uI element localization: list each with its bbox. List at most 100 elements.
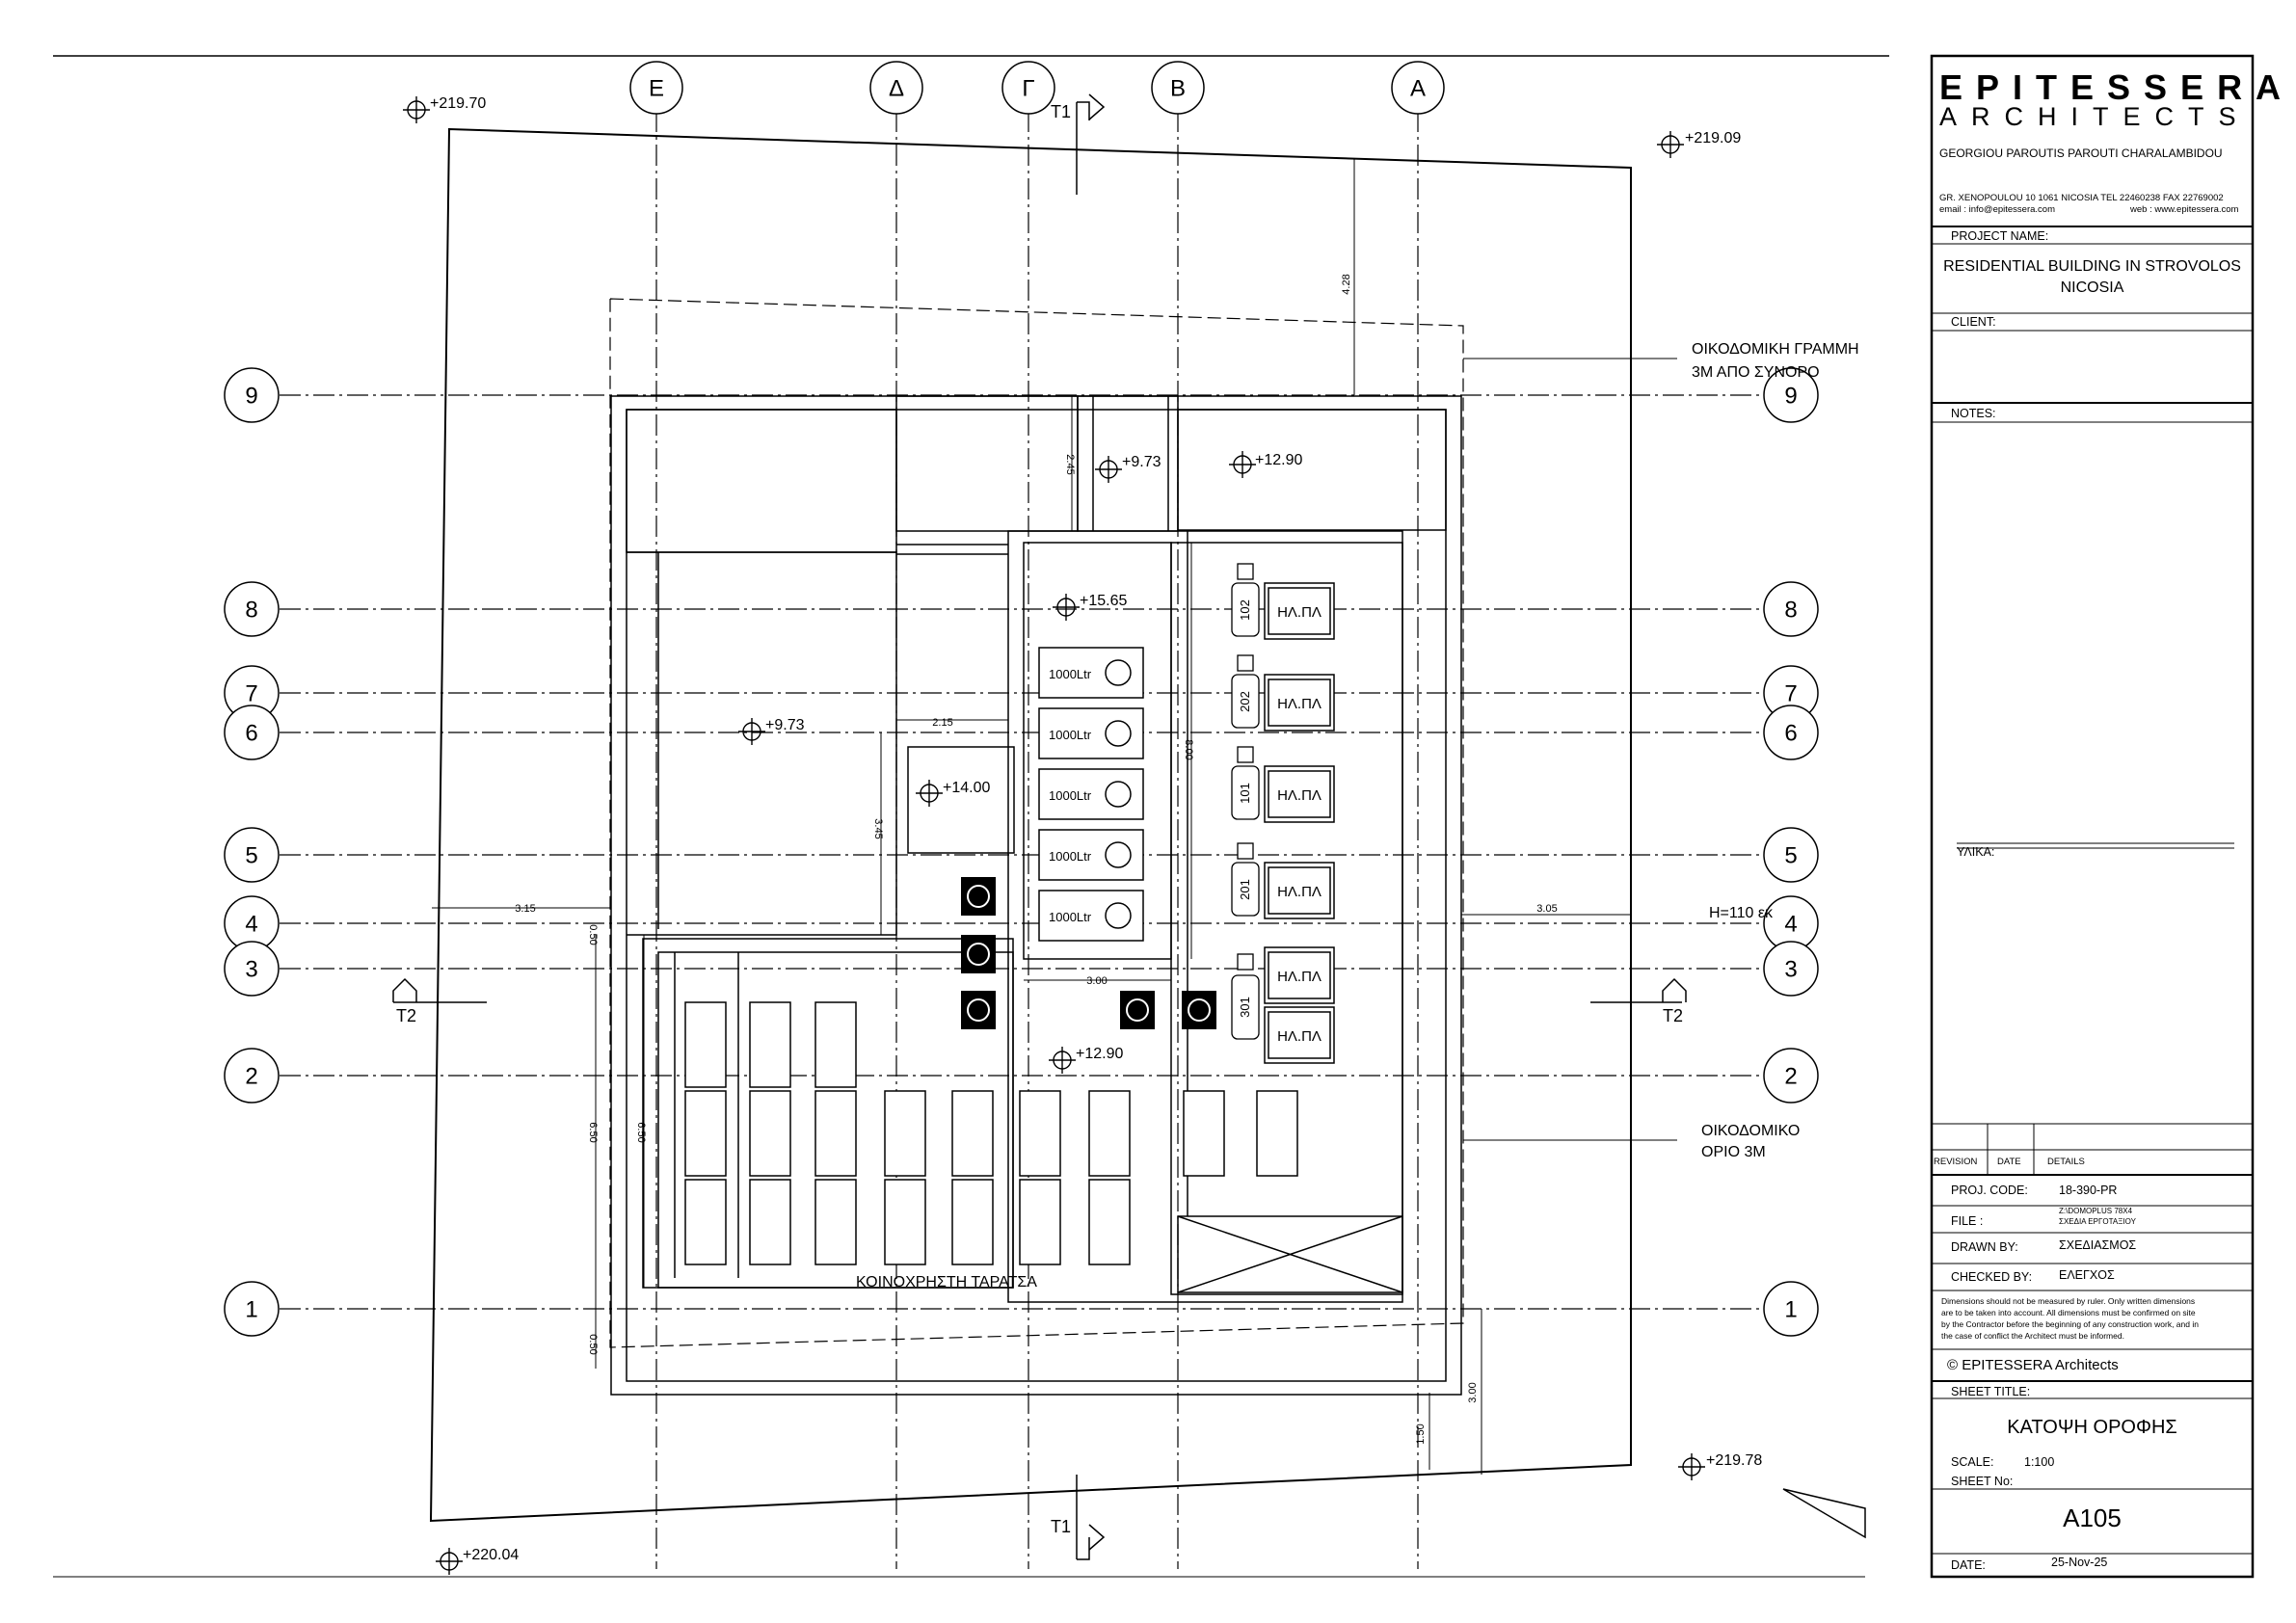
water-tank-5 [1038,890,1144,942]
level-l6: +12.90 [1076,1046,1123,1062]
grid-label-row-8-right: 8 [1784,598,1797,624]
drawn-by-value: ΣΧΕΔΙΑΣΜΟΣ [2059,1238,2137,1252]
meter-label-3: ΗΛ.ΠΛ [1277,787,1322,804]
meter-label-2: ΗΛ.ΠΛ [1277,696,1322,712]
electrical-meters [1264,582,1335,1064]
grid-bubble-col-a [1391,61,1445,115]
dim-d11: 6.50 [635,1122,647,1142]
grid-label-row-4-left: 4 [245,912,257,938]
grid-bubble-col-b [1151,61,1205,115]
level-markers [403,96,1705,1575]
dim-d8: 3.00 [1086,975,1107,987]
unit-label-101: 101 [1238,783,1252,804]
sheet-title-label: SHEET TITLE: [1951,1385,2031,1398]
grid-label-row-6-left: 6 [245,721,257,747]
firm-partners: GEORGIOU PAROUTIS PAROUTI CHARALAMBIDOU [1939,146,2223,160]
date-label: DATE: [1951,1558,1986,1572]
level-tr: +219.09 [1685,130,1741,146]
grid-columns [655,111,1419,1569]
dimension-lines [432,158,1631,1475]
level-l2: +12.90 [1255,452,1302,468]
grid-label-row-9-left: 9 [245,384,257,410]
tank-label-5: 1000Ltr [1049,910,1092,924]
dim-d13: 3.00 [1467,1382,1479,1402]
unit-label-202: 202 [1238,691,1252,712]
building-line-dashed [609,298,1464,1348]
scale-label: SCALE: [1951,1455,1994,1469]
meter-label-6: ΗΛ.ΠΛ [1277,1028,1322,1045]
project-name-line1: RESIDENTIAL BUILDING IN STROVOLOS [1943,258,2241,275]
water-tank-3 [1038,768,1144,820]
tank-label-3: 1000Ltr [1049,788,1092,803]
dim-d4: 8.00 [1183,739,1194,759]
grid-label-row-8-left: 8 [245,598,257,624]
grid-label-row-5-right: 5 [1784,843,1797,869]
dim-d7: 3.05 [1536,903,1557,915]
grid-label-row-3-right: 3 [1784,957,1797,983]
solar-panels [684,1001,1298,1265]
grid-label-row-7-right: 7 [1784,681,1797,707]
project-name-line2: NICOSIA [2060,279,2124,296]
level-bl: +220.04 [463,1547,519,1563]
sheet-no-label: SHEET No: [1951,1475,2014,1488]
notes-label: NOTES: [1951,407,1996,420]
building-line-label-1: ΟΙΚΟΔΟΜΙΚΗ ΓΡΑΜΜΗ [1692,341,1859,358]
date-value: 25-Nov-25 [2051,1556,2108,1569]
building-inner-wall [626,409,1447,1382]
grid-label-row-3-left: 3 [245,957,257,983]
drawn-by-label: DRAWN BY: [1951,1240,2018,1254]
section-t1-bottom: T1 [1051,1517,1071,1536]
checked-by-value: ΕΛΕΓΧΟΣ [2059,1268,2115,1282]
firm-name: EPITESSERA [1939,67,2295,107]
grid-label-row-2-left: 2 [245,1064,257,1090]
level-tl: +219.70 [430,95,486,112]
file-value-1: Z:\DOMOPLUS 78X4 [2059,1207,2133,1215]
annotation-leaders [1463,358,1677,1141]
disclaimer-line2: are to be taken into account. All dimens… [1941,1308,2196,1317]
project-name-label: PROJECT NAME: [1951,229,2049,243]
dim-d1: 4.28 [1341,274,1352,294]
plot-boundary [429,127,1632,1523]
meter-label-5: ΗΛ.ΠΛ [1277,969,1322,985]
file-value-2: ΣΧΕΔΙΑ ΕΡΓΟΤΑΞΙΟΥ [2059,1217,2136,1226]
grid-label-row-6-right: 6 [1784,721,1797,747]
unit-heaters [1231,563,1260,1040]
grid-label-row-7-left: 7 [245,681,257,707]
grid-label-row-4-right: 4 [1784,912,1797,938]
meter-label-4: ΗΛ.ΠΛ [1277,884,1322,900]
level-l5: +14.00 [943,780,990,796]
parapet-height-label: H=110 εκ [1709,905,1774,921]
level-l3: +15.65 [1080,593,1127,609]
proj-code-value: 18-390-PR [2059,1184,2118,1197]
dim-d6: 3.15 [515,903,535,915]
fan-units [961,877,1216,1029]
unit-label-102: 102 [1238,599,1252,621]
checked-by-label: CHECKED BY: [1951,1270,2033,1284]
date-col-label: DATE [1997,1157,2021,1167]
tank-label-4: 1000Ltr [1049,849,1092,864]
grid-bubbles-rows [224,367,1819,1337]
title-block-frame [1930,54,2255,1579]
terrace-label: ΚΟΙΝΟΧΡΗΣΤΗ ΤΑΡΑΤΣΑ [856,1274,1037,1290]
grid-bubble-col-e [629,61,683,115]
sheet-number: A105 [2063,1503,2122,1532]
materials-label: ΥΛΙΚΑ: [1957,845,1995,859]
firm-web: web : www.epitessera.com [2130,204,2239,215]
proj-code-label: PROJ. CODE: [1951,1184,2028,1197]
grid-label-col-d: Δ [889,76,904,102]
disclaimer-line1: Dimensions should not be measured by rul… [1941,1296,2196,1306]
grid-label-row-9-right: 9 [1784,384,1797,410]
firm-address: GR. XENOPOULOU 10 1061 NICOSIA TEL 22460… [1939,193,2224,203]
grid-label-col-e: Ε [649,76,664,102]
dim-d3: 2.15 [932,717,952,729]
unit-label-201: 201 [1238,879,1252,900]
sheet-title-value: ΚΑΤΟΨΗ ΟΡΟΦΗΣ [2007,1417,2177,1438]
unit-label-301: 301 [1238,997,1252,1018]
dim-d2: 2.45 [1064,454,1076,474]
file-label: FILE : [1951,1214,1984,1228]
building-line-label-2: 3Μ ΑΠΟ ΣΥΝΟΡΟ [1692,364,1820,381]
grid-label-row-1-left: 1 [245,1297,257,1323]
firm-email: email : info@epitessera.com [1939,204,2055,215]
water-tank-4 [1038,829,1144,881]
